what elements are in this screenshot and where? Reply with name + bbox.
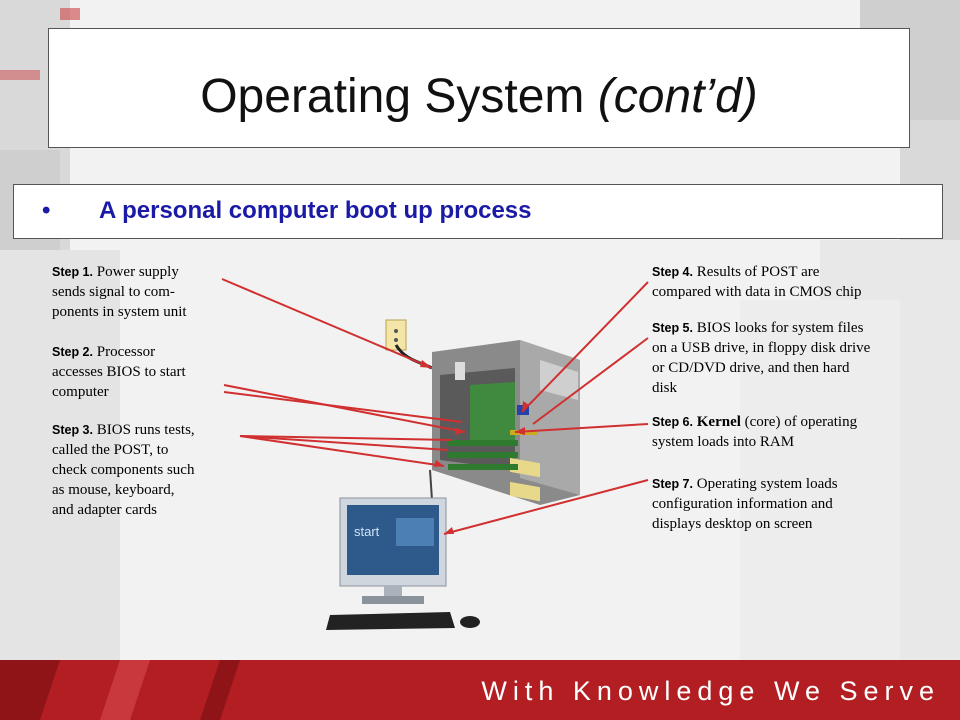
- title-box: Operating System (cont’d): [48, 28, 910, 148]
- bullet: •: [42, 197, 51, 224]
- step-1-text: Step 1. Power supply sends signal to com…: [52, 264, 187, 320]
- step-3-text: Step 3. BIOS runs tests, called the POST…: [52, 422, 195, 518]
- step-2-text: Step 2. Processor accesses BIOS to start…: [52, 344, 186, 400]
- step-5-text: Step 5. BIOS looks for system files on a…: [652, 320, 871, 396]
- footer-stripes: [0, 660, 240, 720]
- system-unit-icon: [429, 340, 580, 505]
- step-4-text: Step 4. Results of POST are compared wit…: [652, 264, 862, 300]
- subtitle: A personal computer boot up process: [99, 197, 532, 224]
- power-outlet-icon: [385, 319, 433, 370]
- step-6-text: Step 6. Kernel (core) of operating syste…: [652, 414, 858, 450]
- screen-start-text: start: [354, 524, 380, 539]
- footer-banner: With Knowledge We Serve: [0, 660, 960, 720]
- subtitle-box: • A personal computer boot up process: [13, 184, 943, 239]
- keyboard-icon: [326, 612, 455, 630]
- monitor-icon: start: [339, 497, 447, 604]
- mouse-icon: [460, 616, 480, 628]
- pointer-lines: [221, 278, 649, 535]
- step-7-text: Step 7. Operating system loads configura…: [652, 476, 838, 532]
- boot-process-illustration: start: [221, 278, 649, 630]
- arrow-heads: [420, 360, 529, 534]
- footer-motto: With Knowledge We Serve: [481, 676, 940, 706]
- page-title: Operating System (cont’d): [200, 70, 758, 123]
